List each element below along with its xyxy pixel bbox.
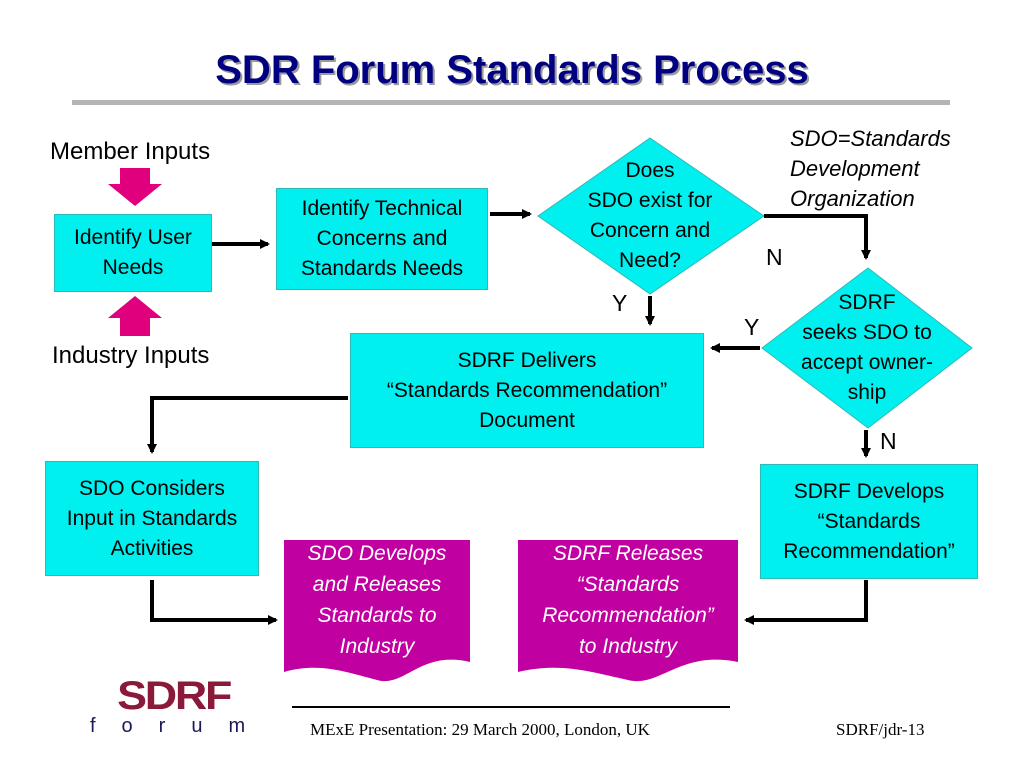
connector-delivers-to-considers: [147, 396, 348, 454]
sdo-definition-note: SDO=Standards Development Organization: [790, 124, 951, 214]
yes-label: Y: [612, 290, 628, 316]
box-label: SDO Considers Input in Standards Activit…: [66, 476, 238, 560]
decision-sdrf-seeks-text: SDRF seeks SDO to accept owner- ship: [801, 291, 933, 404]
note-line: Development: [790, 156, 920, 181]
member-input-arrow: [108, 168, 162, 206]
sdr-forum-logo: SDRF forum: [84, 676, 254, 738]
document-shape-sdo-develops: [284, 540, 470, 682]
footer-presentation: MExE Presentation: 29 March 2000, London…: [310, 720, 650, 739]
connector-diamond-no: [764, 214, 871, 260]
sdo-considers-box: SDO Considers Input in Standards Activit…: [45, 461, 259, 576]
yes-label: Y: [744, 314, 760, 340]
document-sdrf-releases-text: SDRF Releases “Standards Recommendation”…: [542, 542, 714, 658]
sdrf-delivers-box: SDRF Delivers “Standards Recommendation”…: [350, 333, 704, 448]
document-sdo-develops-text: SDO Develops and Releases Standards to I…: [307, 542, 447, 658]
footer-slide-id: SDRF/jdr-13: [836, 720, 925, 739]
decision-diamond-sdrf-seeks: [761, 267, 973, 429]
box-label: SDRF Delivers “Standards Recommendation”…: [386, 348, 668, 432]
sdrf-develops-box: SDRF Develops “Standards Recommendation”: [760, 464, 978, 579]
connector-develops-to-release: [744, 580, 868, 625]
industry-input-arrow: [108, 296, 162, 336]
slide-title: SDR Forum Standards Process: [215, 48, 809, 92]
identify-user-needs-box: Identify User Needs: [54, 214, 212, 292]
connector-considers-to-release: [150, 580, 278, 625]
document-shape-sdrf-releases: [518, 540, 738, 682]
note-line: SDO=Standards: [790, 126, 951, 151]
logo-wordmark: SDRF: [117, 674, 232, 718]
identify-technical-concerns-box: Identify Technical Concerns and Standard…: [276, 188, 488, 290]
decision-sdo-exists-text: Does SDO exist for Concern and Need?: [587, 159, 713, 272]
no-label: N: [880, 428, 897, 454]
box-label: Identify User Needs: [74, 226, 192, 279]
no-label: N: [766, 244, 783, 270]
member-inputs-label: Member Inputs: [50, 138, 211, 165]
box-label: Identify Technical Concerns and Standard…: [300, 197, 464, 280]
industry-inputs-label: Industry Inputs: [52, 342, 210, 369]
logo-subtext: forum: [90, 715, 272, 737]
decision-diamond-sdo-exists: [537, 137, 765, 295]
note-line: Organization: [790, 186, 915, 211]
title-divider: [72, 100, 950, 105]
box-label: SDRF Develops “Standards Recommendation”: [783, 479, 955, 563]
